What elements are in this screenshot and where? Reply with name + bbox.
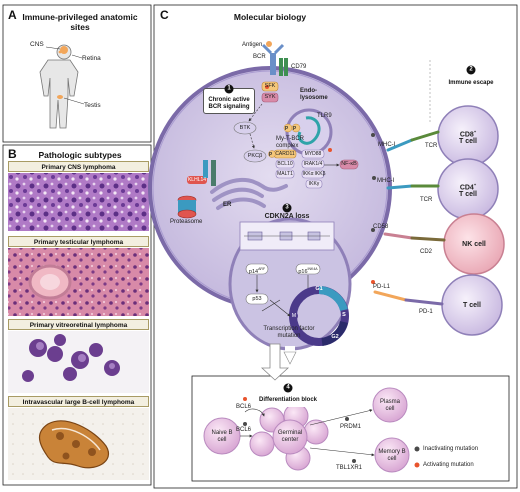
site-label-testis: Testis (84, 102, 101, 109)
label-g1: G1 (315, 286, 323, 292)
label-syk: SYK (264, 94, 276, 100)
mechanism-immune-title: Immune escape (448, 80, 494, 86)
label-cd8-sup: + (473, 129, 477, 134)
svg-text:P: P (285, 126, 289, 132)
label-g2: G2 (331, 334, 339, 340)
label-germinal-center: Germinal center (277, 430, 303, 443)
mechanism-number-2: 2 (466, 65, 476, 75)
label-card11: CARD11 (275, 151, 295, 157)
label-pdl1: PD-L1 (373, 284, 391, 290)
mechanism-bcr-title: Chronic active BCR signaling (208, 97, 250, 110)
label-klhl14: KLHL14 (187, 177, 207, 183)
label-cd4-sup: + (473, 182, 477, 187)
label-cd4-cell: CD4+ T cell (459, 181, 477, 198)
label-tlr9: TLR9 (317, 113, 332, 119)
label-bcl6-a: BCL6 (236, 404, 252, 410)
label-p14-main: p14 (248, 268, 259, 275)
label-cd8-cell: CD8+ T cell (459, 128, 477, 145)
label-tcr-a: TCR (425, 143, 438, 149)
site-label-cns: CNS (30, 41, 44, 48)
label-tcr-b: TCR (420, 197, 433, 203)
label-transcription-factor: Transcription factor mutation (263, 326, 315, 339)
panel-b-title: Pathologic subtypes (38, 150, 122, 160)
label-cd4-tcell: T cell (459, 191, 477, 199)
label-malt1: MALT1 (277, 171, 293, 177)
label-prdm1: PRDM1 (340, 424, 362, 430)
subtype-caption-cns: Primary CNS lymphoma (8, 161, 149, 172)
label-cd4-main: CD4 (459, 184, 474, 192)
label-p14-sup: ARF (258, 267, 266, 271)
subtype-caption-intravascular: Intravascular large B-cell lymphoma (8, 396, 149, 407)
label-naive-b-cell: Naive B cell (211, 430, 233, 443)
mechanism-box-differentiation: Differentiation block (258, 389, 318, 407)
label-bcl10: BCL10 (277, 161, 293, 167)
label-antigen: Antigen (242, 42, 263, 48)
mechanism-number-3: 3 (282, 203, 292, 213)
subtype-caption-testicular: Primary testicular lymphoma (8, 236, 149, 247)
site-label-retina: Retina (82, 55, 101, 62)
label-btk: BTK (239, 125, 251, 131)
panel-c-title: Molecular biology (233, 12, 307, 22)
label-p53: p53 (252, 296, 262, 302)
label-nfkb: NF-κB (341, 161, 357, 167)
mechanism-number-4: 4 (283, 383, 293, 393)
label-ikkg: IKKγ (308, 181, 320, 187)
label-endolysosome: Endo-lysosome (300, 88, 328, 101)
legend-inactivating: Inactivating mutation (423, 446, 479, 452)
label-cd8-main: CD8 (459, 131, 474, 139)
panel-a-title: Immune-privileged anatomic sites (22, 12, 138, 32)
label-p16-sup: INK4A (307, 267, 318, 271)
panel-c-letter: C (160, 8, 169, 22)
label-plasma-cell: Plasma cell (379, 399, 400, 412)
label-cd79: CD79 (291, 64, 307, 70)
label-p14: p14ARF (249, 266, 265, 276)
label-memory-b-cell: Memory B cell (378, 449, 406, 462)
subtype-caption-vitreoretinal: Primary vitreoretinal lymphoma (8, 319, 149, 330)
label-bcr: BCR (253, 54, 266, 60)
label-proteasome: Proteasome (170, 219, 203, 225)
label-p16-main: p16 (298, 268, 308, 275)
label-t-cell: T cell (463, 302, 481, 309)
label-tbl1xr1: TBL1XR1 (336, 465, 363, 471)
label-s: S (342, 312, 346, 318)
svg-text:P: P (269, 152, 273, 158)
label-mhc1-a: MHC-I (378, 142, 396, 148)
label-mytbcr: My-T-BCR complex (276, 136, 304, 149)
panel-b-letter: B (8, 147, 17, 161)
mechanism-cdkn2a-title: CDKN2A loss (264, 213, 310, 220)
label-irak: IRAK1/4 (303, 161, 323, 167)
legend-activating: Activating mutation (423, 462, 474, 468)
label-er: ER (223, 202, 232, 208)
mechanism-box-immune: Immune escape (441, 72, 501, 96)
label-myd88: MYD88 (304, 151, 322, 157)
label-p16: p16INK4A (298, 266, 317, 276)
label-ikka: IKKα (302, 171, 314, 177)
label-m: M (291, 313, 297, 319)
svg-text:P: P (293, 126, 297, 132)
label-nk-cell: NK cell (462, 241, 486, 248)
label-cd2: CD2 (420, 249, 433, 255)
label-pkcb: PKCβ (247, 153, 263, 159)
panel-a-letter: A (8, 8, 17, 22)
label-cd8-tcell: T cell (459, 138, 477, 146)
label-ikkb: IKKβ (314, 171, 326, 177)
label-sfk: SFK (264, 83, 276, 89)
label-pd1: PD-1 (419, 309, 433, 315)
mechanism-number-1: 1 (224, 84, 234, 94)
label-mhc1-b: MHC-I (377, 178, 395, 184)
label-bcl6-b: BCL6 (236, 427, 252, 433)
mechanism-differentiation-title: Differentiation block (258, 397, 317, 403)
label-cd58: CD58 (373, 224, 389, 230)
